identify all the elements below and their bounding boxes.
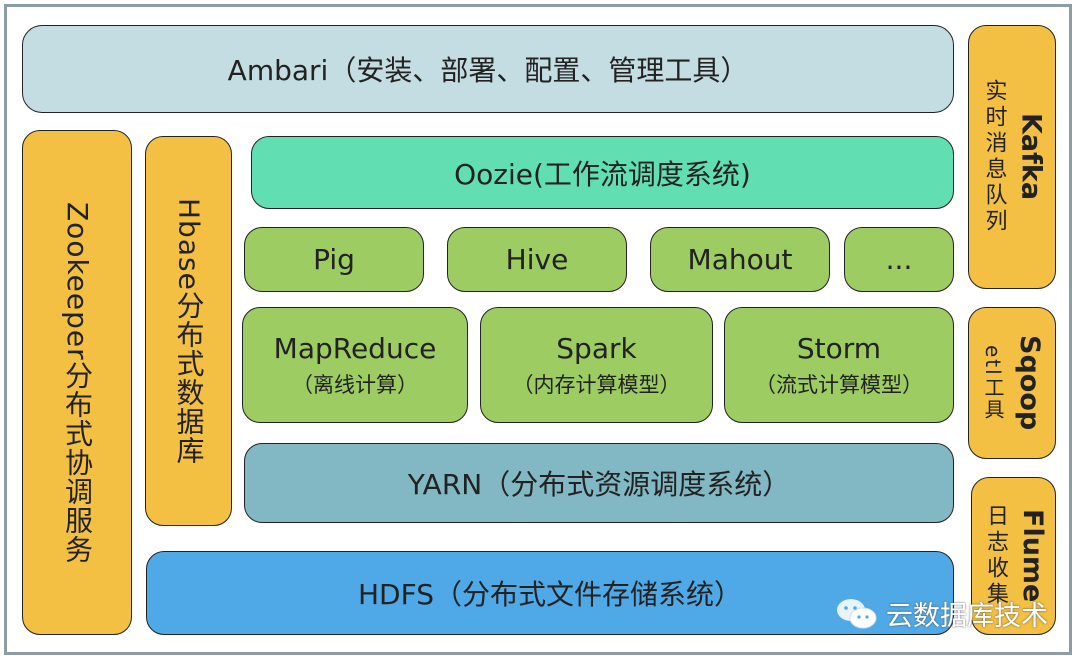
oozie-label: Oozie(工作流调度系统) <box>454 157 751 191</box>
spark-label: Spark <box>556 331 637 365</box>
spark-desc: （内存计算模型） <box>512 372 681 397</box>
yarn-layer: YARN（分布式资源调度系统） <box>244 443 954 523</box>
diagram-frame <box>4 4 1072 655</box>
hive-box: Hive <box>447 227 627 292</box>
hdfs-label: HDFS（分布式文件存储系统） <box>357 578 742 611</box>
sqoop-box: Sqoop etl工具 <box>968 307 1056 459</box>
kafka-desc: 实时消息队列 <box>981 79 1007 235</box>
kafka-label: Kafka <box>1015 113 1047 201</box>
sqoop-label: Sqoop <box>1014 335 1045 431</box>
mapreduce-label: MapReduce <box>273 331 437 365</box>
storm-desc: （流式计算模型） <box>755 372 923 397</box>
spark-box: Spark （内存计算模型） <box>480 307 713 423</box>
pig-label: Pig <box>313 243 355 276</box>
pig-box: Pig <box>244 227 424 292</box>
more-tools-label: ... <box>885 243 913 276</box>
sqoop-desc: etl工具 <box>981 345 1005 421</box>
storm-label: Storm <box>796 331 882 365</box>
zookeeper-layer: Zookeeper分布式协调服务 <box>22 130 132 635</box>
ambari-label: Ambari（安装、部署、配置、管理工具） <box>227 54 749 87</box>
flume-label: Flume <box>1017 509 1048 603</box>
ambari-layer: Ambari（安装、部署、配置、管理工具） <box>22 25 954 113</box>
zookeeper-label: Zookeeper分布式协调服务 <box>61 201 94 564</box>
watermark: 云数据库技术 <box>836 594 1048 633</box>
wechat-icon <box>837 598 877 628</box>
hbase-layer: Hbase分布式数据库 <box>145 136 232 526</box>
mapreduce-desc: （离线计算） <box>292 372 418 397</box>
flume-desc: 日志收集 <box>983 504 1008 608</box>
yarn-label: YARN（分布式资源调度系统） <box>407 468 791 501</box>
hbase-label: Hbase分布式数据库 <box>172 197 206 465</box>
watermark-text: 云数据库技术 <box>886 601 1048 632</box>
hive-label: Hive <box>505 243 569 276</box>
mahout-box: Mahout <box>650 227 830 292</box>
flume-box: Flume 日志收集 <box>971 477 1056 635</box>
storm-box: Storm （流式计算模型） <box>724 307 954 423</box>
kafka-box: Kafka 实时消息队列 <box>968 25 1056 289</box>
mapreduce-box: MapReduce （离线计算） <box>242 307 468 423</box>
more-tools-box: ... <box>844 227 954 292</box>
oozie-layer: Oozie(工作流调度系统) <box>251 136 954 209</box>
mahout-label: Mahout <box>687 243 793 276</box>
hdfs-layer: HDFS（分布式文件存储系统） <box>146 551 954 635</box>
